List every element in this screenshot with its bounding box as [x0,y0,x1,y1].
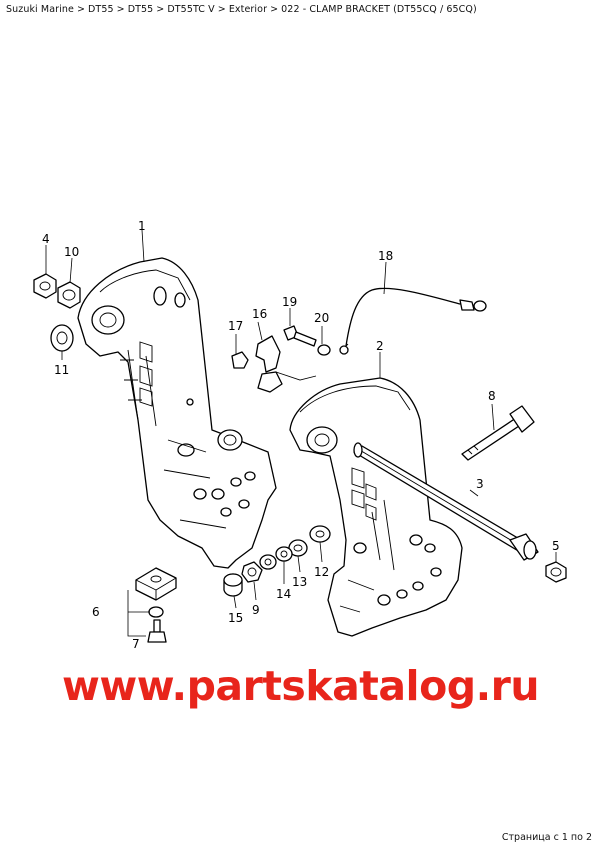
clamp-bracket-left[interactable] [77,257,277,569]
nut-5[interactable] [545,561,567,583]
breadcrumb-item[interactable]: DT55 [127,4,154,15]
breadcrumb-separator: > [116,4,125,15]
callout-16: 16 [252,307,267,321]
callout-6: 6 [92,605,100,619]
washer-20[interactable] [317,344,331,356]
breadcrumb-separator: > [156,4,165,15]
leader-lines [45,229,557,637]
callout-8: 8 [488,389,496,403]
clamp-bracket-right[interactable] [289,377,463,637]
callout-20: 20 [314,311,329,325]
breadcrumb-current: 022 - CLAMP BRACKET (DT55CQ / 65CQ) [281,4,477,15]
breadcrumb-separator: > [76,4,86,15]
washer-7[interactable] [148,606,164,618]
nut-10[interactable] [57,281,81,309]
watermark-text: www.partskatalog.ru [62,662,540,710]
breadcrumb-item[interactable]: DT55TC V [167,4,215,15]
callout-10: 10 [64,245,79,259]
breadcrumb-separator: > [217,4,226,15]
breadcrumb-item[interactable]: DT55 [88,4,114,15]
callout-18: 18 [378,249,393,263]
callout-5: 5 [552,539,560,553]
callout-2: 2 [376,339,384,353]
page-indicator: Страница с 1 по 2 [501,832,592,843]
clip-16[interactable] [255,335,317,393]
nut-4[interactable] [33,273,57,299]
cap-15[interactable] [223,573,243,597]
callout-labels: 1 2 3 4 5 6 7 8 9 10 11 12 13 14 15 16 1… [42,219,560,651]
callout-1: 1 [138,219,146,233]
callout-7: 7 [132,637,140,651]
screw-17[interactable] [231,351,249,369]
callout-19: 19 [282,295,297,309]
ground-wire-18[interactable] [339,287,487,355]
breadcrumb: Suzuki Marine>DT55>DT55>DT55TC V>Exterio… [6,4,477,15]
washer-11[interactable] [50,324,74,352]
callout-9: 9 [252,603,260,617]
bolt-19[interactable] [283,325,317,347]
callout-17: 17 [228,319,243,333]
washer-14b[interactable] [259,554,277,570]
plate-6[interactable] [135,567,177,601]
tilt-tube[interactable] [353,442,539,561]
callout-12: 12 [314,565,329,579]
callout-15: 15 [228,611,243,625]
nut-9[interactable] [241,561,263,583]
callout-11: 11 [54,363,69,377]
breadcrumb-item[interactable]: Exterior [228,4,268,15]
washer-12[interactable] [309,525,331,543]
callout-14: 14 [276,587,291,601]
callout-4: 4 [42,232,50,246]
breadcrumb-separator: > [270,4,279,15]
callout-13: 13 [292,575,307,589]
washer-14[interactable] [275,546,293,562]
callout-3: 3 [476,477,484,491]
breadcrumb-item[interactable]: Suzuki Marine [6,4,74,15]
screw-7[interactable] [147,619,167,643]
bolt-8[interactable] [461,405,535,461]
